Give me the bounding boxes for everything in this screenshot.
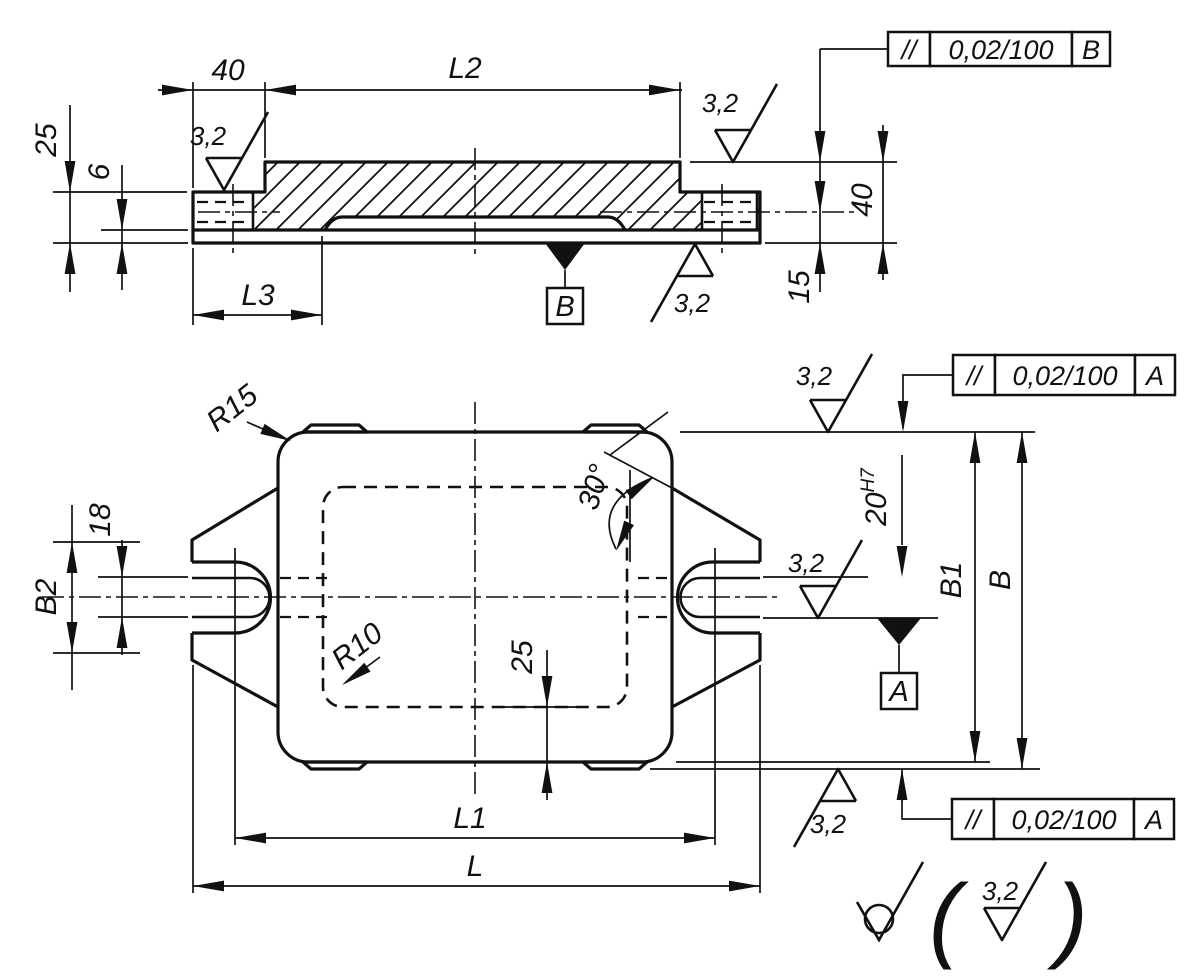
dim-h7-fit: H7 xyxy=(858,467,879,493)
roughness-value: 3,2 xyxy=(702,88,739,118)
arrowhead-icon xyxy=(969,731,981,762)
arrowhead-icon xyxy=(66,542,78,573)
datum-a: A xyxy=(877,618,921,711)
arrowhead-icon xyxy=(235,832,266,844)
dim-20-value: 20 xyxy=(860,492,893,527)
arrowhead-icon xyxy=(729,880,760,892)
section-outline xyxy=(191,160,762,245)
datum-a-label: A xyxy=(887,676,908,708)
plan-right-tab xyxy=(671,486,762,709)
datum-b-box xyxy=(545,286,585,326)
arrowhead-icon xyxy=(64,243,76,274)
arrowhead-icon xyxy=(541,762,553,793)
arrowhead-icon xyxy=(541,676,553,707)
roughness-value: 3,2 xyxy=(982,876,1019,906)
tolerance-value: 0,02/100 xyxy=(948,35,1053,65)
tolerance-value: 0,02/100 xyxy=(1012,361,1117,391)
arrowhead-icon xyxy=(684,832,715,844)
datum-triangle-icon xyxy=(545,243,585,270)
note-open-paren: ( xyxy=(929,865,969,971)
dim-15-label: 15 xyxy=(783,270,816,304)
arrowhead-icon xyxy=(896,546,908,577)
arrowhead-icon xyxy=(116,617,128,648)
arrowhead-icon xyxy=(162,84,193,96)
roughness-value: 3,2 xyxy=(674,288,711,318)
datum-b: B xyxy=(545,243,585,326)
dim-25-plan-label: 25 xyxy=(506,640,539,675)
arrowhead-icon xyxy=(116,546,128,577)
arrowhead-icon xyxy=(116,199,128,230)
section-view: 40 L2 25 6 L3 40 15 3,2 3,2 3,2 B // 0,0… xyxy=(30,30,1112,326)
arrowhead-icon xyxy=(877,131,889,162)
plan-extension-lines xyxy=(53,411,1040,893)
datum-a-box xyxy=(879,671,919,711)
dim-b1-label: B1 xyxy=(935,562,968,599)
datum-triangle-icon xyxy=(877,618,921,645)
arrowhead-icon xyxy=(1016,432,1028,463)
dim-18-label: 18 xyxy=(84,503,117,537)
note-close-paren: ) xyxy=(1046,865,1088,971)
arrowhead-icon xyxy=(814,131,826,162)
dim-r15-label: R15 xyxy=(200,378,264,438)
dim-25-label: 25 xyxy=(30,123,63,158)
dim-40-right-label: 40 xyxy=(846,183,879,217)
dim-r10-label: R10 xyxy=(325,616,389,676)
arrowhead-icon xyxy=(66,622,78,653)
arrowhead-icon xyxy=(116,243,128,274)
datum-b-label: B xyxy=(555,291,574,323)
tolerance-datum-ref: A xyxy=(1143,805,1163,835)
dim-l1-label: L1 xyxy=(453,802,486,835)
plan-left-tab xyxy=(190,486,279,709)
parallelism-icon: // xyxy=(963,805,983,835)
arrowhead-icon xyxy=(1016,738,1028,769)
arrowhead-icon xyxy=(814,243,826,274)
tolerance-frame-a-bottom: // 0,02/100 A xyxy=(950,797,1176,841)
dim-l-label: L xyxy=(467,850,484,883)
dim-l3-label: L3 xyxy=(241,279,275,312)
plan-lugs xyxy=(301,423,649,771)
arrowhead-icon xyxy=(193,309,224,321)
arrowhead-icon xyxy=(896,769,908,800)
arrowhead-icon xyxy=(814,181,826,212)
dim-l2-label: L2 xyxy=(448,52,482,85)
arrowhead-icon xyxy=(877,243,889,274)
dim-b-label: B xyxy=(984,570,1017,590)
roughness-value: 3,2 xyxy=(788,548,825,578)
tolerance-datum-ref: A xyxy=(1144,361,1164,391)
dim-30deg-label: 30° xyxy=(572,460,617,513)
plan-angle-arc xyxy=(608,477,653,550)
dim-6-label: 6 xyxy=(83,163,116,180)
dim-20h7-label: 20H7 xyxy=(858,467,893,527)
arrowhead-icon xyxy=(260,423,294,446)
section-hatching xyxy=(253,162,760,230)
tolerance-frame-b: // 0,02/100 B xyxy=(820,30,1112,68)
arrowhead-icon xyxy=(193,880,224,892)
tolerance-value: 0,02/100 xyxy=(1011,805,1116,835)
arrowhead-icon xyxy=(969,432,981,463)
section-slot-edges xyxy=(251,192,759,230)
any-process-roughness-icon xyxy=(855,861,925,943)
general-surface-note: ( 3,2 ) xyxy=(855,860,1088,971)
tolerance-frame-a-top: // 0,02/100 A xyxy=(951,353,1177,397)
arrowhead-icon xyxy=(649,84,680,96)
parallelism-icon: // xyxy=(899,35,919,65)
roughness-value: 3,2 xyxy=(190,121,227,151)
arrowhead-icon xyxy=(291,309,322,321)
dim-40-top-label: 40 xyxy=(211,54,245,87)
plan-centerlines xyxy=(42,402,782,795)
section-hidden-holes xyxy=(197,200,755,224)
dim-b2-label: B2 xyxy=(30,578,63,615)
section-centerlines xyxy=(198,148,855,258)
plan-view: R15 R10 30° B2 18 20H7 25 B1 B L1 L 3,2 … xyxy=(30,352,1177,893)
roughness-value: 3,2 xyxy=(796,361,833,391)
roughness-value: 3,2 xyxy=(810,809,847,839)
tolerance-datum-ref: B xyxy=(1082,35,1100,65)
parallelism-icon: // xyxy=(964,361,984,391)
arrowhead-icon xyxy=(265,84,296,96)
plan-hidden-slot-lines xyxy=(280,576,668,619)
arrowhead-icon xyxy=(64,161,76,192)
arrowhead-icon xyxy=(897,401,909,432)
